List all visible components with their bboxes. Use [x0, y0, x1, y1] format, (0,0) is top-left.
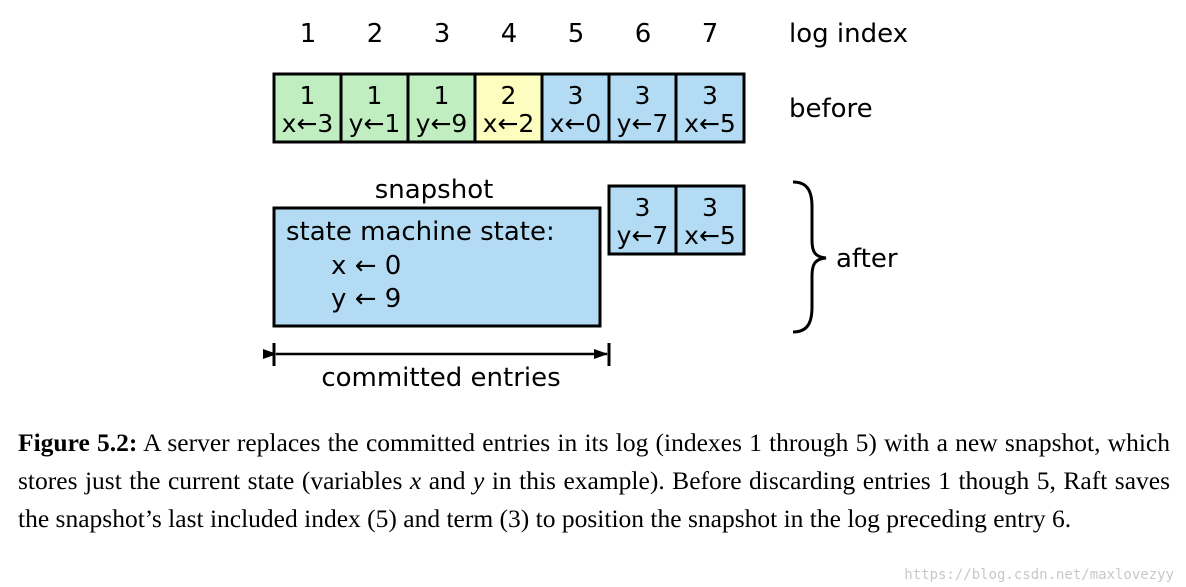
committed-entries-label: committed entries [321, 363, 560, 393]
log-index-number: 6 [635, 19, 652, 49]
entry-term: 3 [702, 81, 718, 110]
log-index-number: 1 [300, 19, 317, 49]
log-index-number: 4 [501, 19, 518, 49]
curly-brace-icon [792, 180, 827, 334]
log-index-row: 1 2 3 4 5 6 7 log index [300, 19, 908, 49]
log-index-number: 7 [702, 19, 719, 49]
state-variable-x: x ← 0 [331, 251, 401, 281]
entry-term: 1 [367, 81, 383, 110]
after-log-row: 3 y←7 3 x←5 after [607, 180, 898, 334]
entry-command: y←7 [617, 221, 669, 250]
entry-term: 3 [702, 193, 718, 222]
log-entry: 1 y←1 [339, 72, 410, 144]
log-entry: 2 x←2 [473, 72, 544, 144]
entry-term: 1 [300, 81, 316, 110]
entry-term: 3 [635, 81, 651, 110]
log-index-number: 5 [568, 19, 585, 49]
snapshot-title: snapshot [375, 175, 494, 205]
entry-term: 3 [635, 193, 651, 222]
log-entry: 3 x←5 [674, 72, 746, 144]
log-index-number: 2 [367, 19, 384, 49]
log-entry-box [540, 72, 611, 144]
log-entry: 3 x←0 [540, 72, 611, 144]
log-entry-box [674, 72, 746, 144]
entry-command: y←9 [416, 109, 468, 138]
caption-text: and [421, 466, 473, 495]
log-entry-box [339, 72, 410, 144]
log-entry: 3 x←5 [674, 184, 746, 256]
log-entry: 3 y←7 [607, 184, 678, 256]
snapshot-block: snapshot state machine state: x ← 0 y ← … [272, 175, 602, 328]
entry-command: y←7 [617, 109, 669, 138]
entry-term: 1 [434, 81, 450, 110]
entry-command: x←5 [684, 109, 736, 138]
after-label: after [836, 244, 898, 274]
log-index-number: 3 [434, 19, 451, 49]
entry-command: x←3 [282, 109, 334, 138]
entry-command: x←0 [550, 109, 602, 138]
log-entry: 3 y←7 [607, 72, 678, 144]
state-machine-title: state machine state: [286, 217, 555, 247]
figure-caption: Figure 5.2: A server replaces the commit… [18, 424, 1170, 538]
caption-variable-y: y [473, 466, 485, 495]
log-entry-box [406, 72, 477, 144]
log-entry: 1 x←3 [272, 72, 343, 144]
entry-term: 3 [568, 81, 584, 110]
entry-command: y←1 [349, 109, 401, 138]
caption-variable-x: x [409, 466, 422, 495]
entry-command: x←5 [684, 221, 736, 250]
before-log-row: 1 x←3 1 y←1 1 y←9 2 x←2 3 x←0 3 y←7 [272, 72, 873, 144]
log-entry: 1 y←9 [406, 72, 477, 144]
figure-label: Figure 5.2: [18, 428, 138, 457]
log-entry-box [674, 184, 746, 256]
before-label: before [789, 94, 873, 124]
entry-command: x←2 [483, 109, 535, 138]
snapshot-box [272, 206, 602, 328]
log-index-label: log index [789, 19, 908, 49]
state-variable-y: y ← 9 [331, 284, 401, 314]
caption-text: A server replaces the committed entries … [18, 428, 1170, 495]
caption-text: in this example). Before discarding entr… [18, 466, 1170, 533]
committed-entries-span: committed entries [263, 343, 611, 393]
watermark: https://blog.csdn.net/maxlovezyy [904, 567, 1174, 583]
entry-term: 2 [501, 81, 517, 110]
